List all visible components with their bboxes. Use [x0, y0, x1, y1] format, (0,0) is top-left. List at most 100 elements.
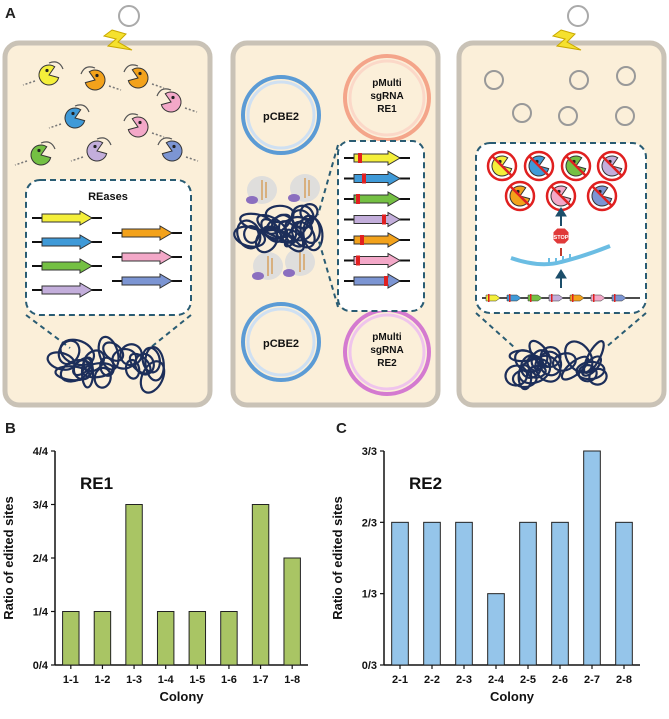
phages [484, 66, 636, 126]
x-tick-label: 1-4 [158, 674, 175, 686]
y-tick-label: 1/4 [33, 607, 49, 619]
lightning-icon [551, 29, 582, 51]
stop-label: STOP [554, 235, 569, 241]
enzyme-icon [127, 116, 149, 138]
bar [220, 611, 238, 666]
x-tick-label: 2-4 [488, 674, 505, 686]
gene-arrow [121, 273, 173, 289]
bar [423, 521, 441, 666]
edit-mark [488, 294, 490, 302]
chromosome-dna [46, 335, 166, 394]
prohibited-icon [523, 150, 555, 182]
gene-arrow [121, 225, 173, 241]
edit-mark [551, 294, 553, 302]
gene-arrow [41, 282, 93, 298]
bar [455, 521, 473, 666]
plasmid-label: RE1 [377, 104, 397, 115]
x-tick-label: 1-8 [284, 674, 300, 686]
gene-arrow [353, 232, 401, 248]
x-tick-label: 1-2 [94, 674, 110, 686]
y-tick-label: 1/3 [362, 589, 377, 601]
bar [156, 611, 175, 666]
x-tick-label: 2-8 [616, 674, 632, 686]
edit-mark [356, 255, 360, 266]
bar [615, 521, 633, 666]
bar [251, 504, 270, 666]
up-arrows [555, 207, 567, 288]
y-tick-label: 2/3 [362, 517, 377, 529]
bar [188, 611, 207, 666]
x-tick-label: 1-6 [221, 674, 237, 686]
phage-icon [118, 5, 140, 27]
bar [93, 611, 112, 666]
plasmid-label: sgRNA [370, 91, 403, 102]
x-axis-label: Colony [490, 689, 535, 704]
plasmid-label: pCBE2 [263, 111, 299, 123]
y-tick-label: 0/4 [33, 660, 49, 672]
enzyme-icon [38, 64, 60, 86]
enzyme-icon [161, 140, 183, 162]
y-axis-label: Ratio of edited sites [1, 496, 16, 620]
bar [487, 593, 505, 666]
plasmid-pcbe2-top [241, 75, 321, 155]
edit-mark [382, 214, 386, 225]
bar [551, 521, 569, 666]
bar [519, 521, 537, 666]
x-tick-label: 2-2 [424, 674, 440, 686]
edit-mark [509, 294, 511, 302]
stop-sign-icon [552, 227, 570, 245]
rease-genes [32, 210, 182, 298]
edit-mark [593, 294, 595, 302]
plasmid-label: RE2 [377, 358, 397, 369]
x-tick-label: 2-5 [520, 674, 536, 686]
plasmid-label: pCBE2 [263, 338, 299, 350]
prohibited-icon [560, 150, 592, 182]
y-tick-label: 3/3 [362, 446, 377, 458]
edited-genes [344, 150, 410, 289]
enzyme-icon [127, 67, 149, 89]
edit-mark [530, 294, 532, 302]
plasmid-label: pMulti [372, 78, 402, 89]
x-tick-label: 2-6 [552, 674, 568, 686]
target-genes-box [337, 140, 425, 312]
edit-mark [362, 173, 366, 184]
enzyme-icon [30, 144, 52, 166]
plasmid-label: pMulti [372, 332, 402, 343]
inhibited-enzymes [486, 150, 628, 212]
reases-title: REases [88, 191, 128, 203]
x-tick-label: 1-1 [63, 674, 79, 686]
bar [62, 611, 80, 666]
lightning-icon [102, 29, 133, 51]
plasmid-sgrna-re1 [343, 54, 431, 142]
panel-label-c: C [336, 420, 347, 437]
enzyme-icon [86, 140, 108, 162]
edit-mark [358, 153, 362, 163]
enzyme-icon [64, 107, 86, 129]
chart-title: RE1 [80, 474, 113, 493]
x-tick-label: 2-1 [392, 674, 408, 686]
bar [125, 504, 143, 666]
phage-icon [567, 5, 589, 27]
y-axis-label: Ratio of edited sites [330, 496, 345, 620]
gene-arrow [41, 234, 93, 250]
mrna-strand [510, 244, 611, 267]
x-tick-label: 1-3 [126, 674, 142, 686]
enzyme-icon [160, 91, 182, 113]
gene-arrow [121, 249, 173, 265]
bar [283, 557, 301, 666]
edit-mark [356, 194, 360, 204]
prohibited-icon [596, 150, 628, 182]
x-tick-label: 1-7 [253, 674, 269, 686]
restriction-enzymes [14, 61, 199, 166]
gene-arrow [41, 258, 93, 274]
gene-arrow [353, 211, 401, 228]
y-tick-label: 3/4 [33, 500, 49, 512]
gene-arrow [41, 210, 93, 226]
y-tick-label: 0/3 [362, 660, 377, 672]
edit-mark [384, 276, 388, 286]
enzyme-icon [84, 69, 106, 91]
edit-mark [572, 294, 574, 302]
x-tick-label: 1-5 [189, 674, 205, 686]
